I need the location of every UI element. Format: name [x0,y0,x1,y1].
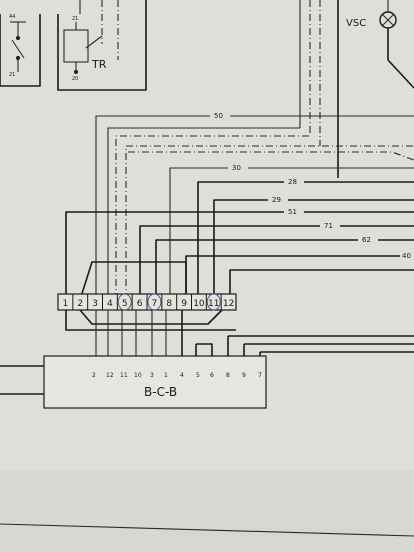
bcb-module: B-C-B [43,355,267,409]
wire-30 [169,167,414,300]
bcb-pin-12: 12 [106,372,114,379]
wire-label-71: 71 [324,222,333,230]
relay-pin-44: 44 [9,14,15,20]
wire-label-29: 29 [272,196,281,204]
bcb-pin-3: 3 [150,372,154,379]
wire-28 [197,181,414,300]
connector-pin-4: 4 [107,299,113,309]
relay-block: 44 21 21 20 TR [0,0,147,91]
bcb-pin-10: 10 [134,372,142,379]
relay-tr-box [57,0,147,91]
connector-pin-5: 5 [122,299,128,309]
relay-left-box [0,14,41,87]
wire-label-40: 40 [402,252,411,260]
connector-pin-6: 6 [137,299,143,309]
vsc-lamp: VSC [346,0,414,89]
pin-highlight-circle [117,293,132,311]
bcb-label: B-C-B [144,385,177,399]
relay-pin-21-left: 21 [9,72,15,78]
connector-pin-1: 1 [63,299,69,309]
pin-highlight-circle [206,293,221,311]
wire-50 [95,115,414,300]
page-border-line [0,523,414,537]
wire-label-28: 28 [288,178,297,186]
wire-label-62: 62 [362,236,371,244]
connector-pin-11: 11 [208,299,219,309]
connector-pin-12: 12 [223,299,234,309]
relay-pin-20: 20 [72,76,78,82]
bcb-pin-9: 9 [242,372,246,379]
relay-pin-21-right: 21 [72,16,78,22]
wire-label-51: 51 [288,208,297,216]
connector-pin-9: 9 [181,299,187,309]
wire-29 [213,199,414,300]
bcb-pin-5: 5 [196,372,200,379]
relay-tr-label: TR [91,58,107,71]
connector-pin-7: 7 [152,299,158,309]
bcb-pin-8: 8 [226,372,230,379]
connector-pin-10: 10 [193,299,205,309]
bcb-pin-7: 7 [258,372,262,379]
bcb-pin-11: 11 [120,372,128,379]
wire-label-50: 50 [214,112,223,120]
connector-pin-2: 2 [77,299,83,309]
vsc-label: VSC [346,18,366,29]
bcb-pin-1: 1 [164,372,168,379]
bcb-pin-6: 6 [210,372,214,379]
bcb-pin-2: 2 [92,372,96,379]
paper-shadow [0,470,414,552]
connector-pin-8: 8 [166,299,172,309]
wire-62 [155,239,414,300]
bcb-pin-4: 4 [180,372,184,379]
connector-pin-3: 3 [92,299,98,309]
bcb-pin-labels: 2 12 11 10 3 1 4 5 6 8 9 7 [92,372,262,379]
wire-label-30: 30 [232,164,241,172]
pin-highlight-circle [147,293,162,311]
